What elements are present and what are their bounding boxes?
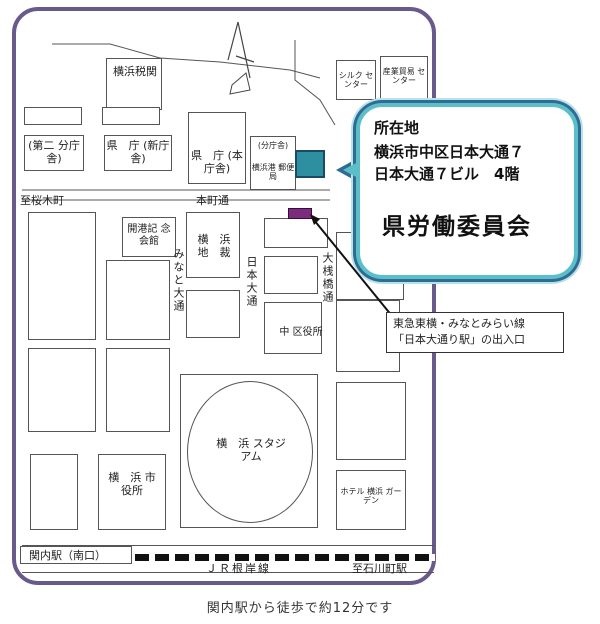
block-1 [24,107,82,125]
bubble-tail-inner [343,161,360,179]
block-customs: 横浜税関 [106,58,162,110]
callout-address-2: 日本大通７ビル 4階 [374,165,520,183]
north-arrow-head-icon [229,72,251,95]
block-8 [264,256,318,294]
block-court: 横 浜 地 裁 [186,212,240,278]
trade-center-label: 産業貿易 センター [382,67,426,85]
new-pref-label: 県 庁 (新庁舎) [106,139,170,165]
silk-center-label: シルク センター [338,71,374,89]
station-exit-marker [288,208,312,219]
block-hotel: ホテル 横浜 ガーデン [336,470,406,530]
stadium-label: 横 浜 スタジアム [216,437,286,463]
hotel-label: ホテル 横浜 ガーデン [340,487,402,505]
block-city-hall: 横 浜 市役所 [98,454,166,530]
court-label: 横 浜 地 裁 [197,233,231,259]
block-kaiko: 開港記 念会館 [122,217,176,257]
block-5 [106,260,170,340]
block-stadium: 横 浜 スタジアム [180,374,318,528]
footer-caption: 関内駅から徒歩で約12分です [206,601,394,616]
callout-heading: 所在地 [374,119,420,137]
north-arrow-icon [227,21,239,61]
honmachi-dori-label: 本町通 [196,194,229,207]
customs-label: 横浜税関 [113,65,157,78]
block-annex: (分庁舎) 横浜港 郵便局 [250,136,296,190]
block-11 [336,382,406,460]
location-callout: 所在地 横浜市中区日本大通７ 日本大通７ビル 4階 県労働委員会 [356,103,578,279]
block-14 [30,454,78,530]
nihon-odori-label: 日本大通 [245,256,258,308]
railway-corridor [22,545,434,573]
jr-line-label: ＪＲ根岸線 [206,562,271,575]
callout-org-name: 県労働委員会 [382,214,532,240]
kaiko-label: 開港記 念会館 [127,224,171,247]
block-7 [264,218,328,248]
annex-label: (分庁舎) [257,141,289,150]
block-trade-center: 産業貿易 センター [380,56,428,102]
block-13 [106,348,170,432]
callout-address-1: 横浜市中区日本大通７ [374,143,525,161]
block-main-pref: 県 庁 (本庁舎) [188,112,246,184]
exit-note: 東急東横・みなとみらい線 「日本大通り駅」の出入口 [386,312,564,353]
block-3: (第二 分庁舎) [24,135,84,171]
block-4 [28,212,96,340]
to-ishikawacho-label: 至石川町駅 [352,562,407,575]
second-annex-label: (第二 分庁舎) [28,139,80,165]
exit-note-line-1: 東急東横・みなとみらい線 [393,317,525,330]
to-sakuragicho-label: 至桜木町 [20,194,64,207]
railway-line [135,554,435,561]
block-new-pref: 県 庁 (新庁舎) [104,135,172,171]
ohsanbashi-label: 大桟橋通 [321,252,334,304]
main-pref-label: 県 庁 (本庁舎) [191,149,243,175]
minato-odori-label: みなと大通 [172,248,185,313]
kannai-station-label: 関内駅（南口） [29,549,106,562]
ward-office-label: 中 区役所 [279,327,323,338]
post-office-label: 横浜港 郵便局 [251,163,295,181]
map-frame [12,7,436,585]
block-12 [28,348,96,432]
city-hall-label: 横 浜 市役所 [108,471,156,497]
block-silk-center: シルク センター [336,60,376,100]
exit-note-line-2: 「日本大通り駅」の出入口 [393,333,525,346]
kannai-station-box: 関内駅（南口） [20,546,132,564]
block-ward-office: 中 区役所 [264,302,323,354]
block-6 [186,290,240,338]
office-location-marker [295,150,325,178]
block-2 [102,107,160,125]
